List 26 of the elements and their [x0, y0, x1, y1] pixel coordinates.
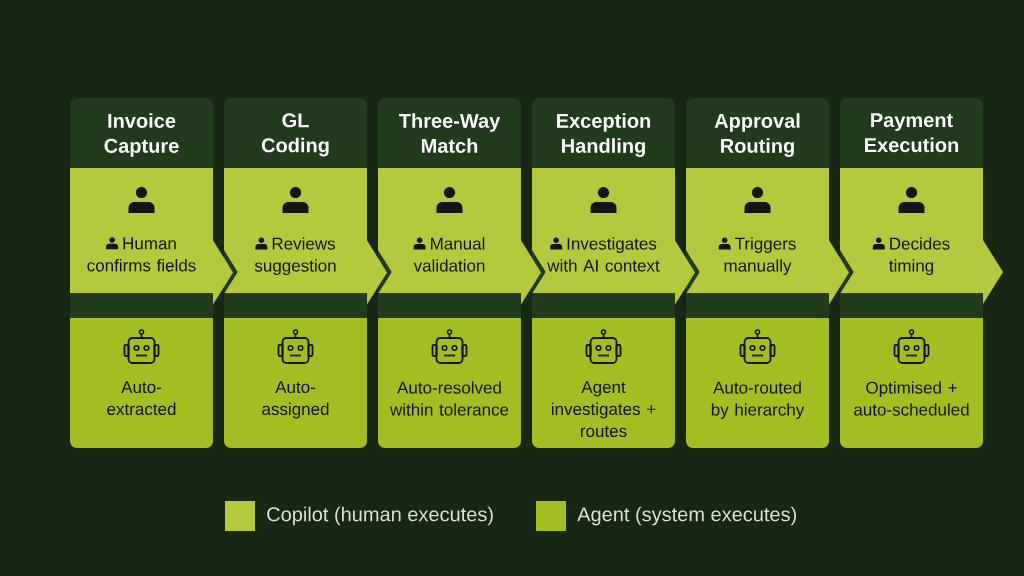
agent-panel: Auto-resolved within tolerance — [378, 318, 521, 448]
stage-card — [686, 98, 829, 448]
agent-panel: Optimised + auto-scheduled — [840, 318, 983, 448]
agent-panel: Auto-extracted — [70, 318, 213, 448]
legend-label: Copilot (human executes) — [267, 506, 493, 526]
stage-title: GL Coding — [261, 113, 329, 157]
copilot-panel: Reviews suggestion — [224, 168, 367, 293]
agent-panel: Auto-routed by hierarchy — [686, 318, 829, 448]
stage-card — [70, 98, 213, 448]
stage-title: Approval Routing — [714, 113, 800, 157]
copilot-panel: Investigates with AI context — [532, 168, 675, 293]
copilot-panel: Triggers manually — [686, 168, 829, 293]
stage-card — [224, 98, 367, 448]
stage-card — [840, 98, 1003, 448]
copilot-panel: Human confirms fields — [70, 168, 213, 293]
agent-panel: Agent investigates + routes — [532, 318, 675, 448]
legend-label: Agent (system executes) — [577, 506, 797, 526]
copilot-panel: Manual validation — [378, 168, 521, 293]
agent-panel: Auto-assigned — [224, 318, 367, 448]
stage-title: Payment Execution — [865, 113, 959, 153]
stage-card — [532, 98, 675, 448]
copilot-panel: Decides timing — [840, 168, 1003, 304]
stage-title: Exception Handling — [557, 113, 651, 157]
stage-title: Three-Way Match — [398, 113, 501, 153]
stage-card — [378, 98, 521, 448]
stage-title: Invoice Capture — [104, 113, 179, 157]
